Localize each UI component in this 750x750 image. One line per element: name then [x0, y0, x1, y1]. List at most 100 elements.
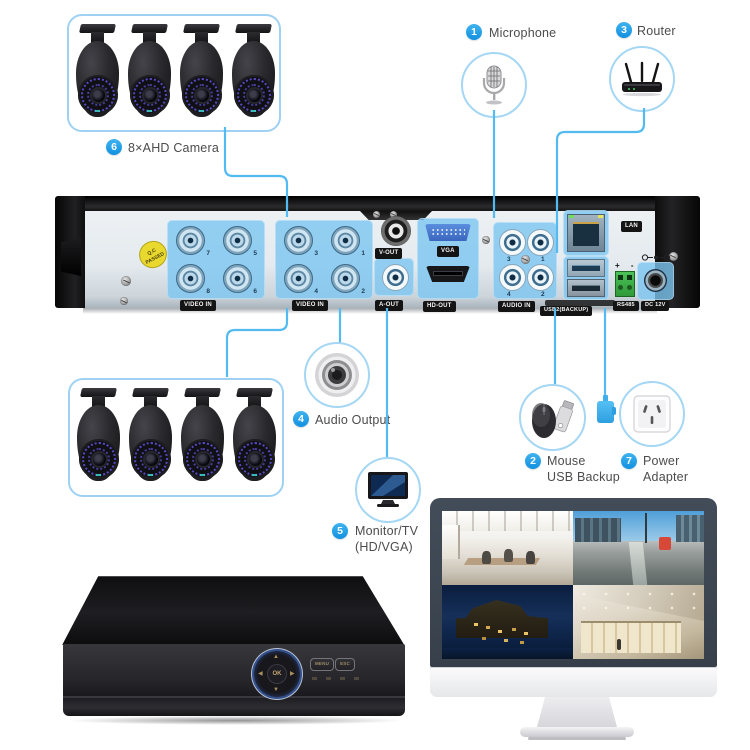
a-out-label: A-OUT [375, 300, 403, 311]
callout-3-badge: 3 [616, 22, 632, 38]
cctv-quad-street [573, 511, 704, 585]
bnc-video-port: 1 [331, 226, 365, 257]
camera-kit-box-bottom [68, 378, 284, 497]
street-median [628, 542, 648, 585]
camera-status-led [96, 474, 101, 476]
rs485-terminal [615, 271, 635, 297]
ahd-camera [75, 387, 123, 487]
rear-shadow [83, 308, 657, 314]
rs485-label: RS485 [613, 301, 639, 311]
audio-center-screw [521, 255, 530, 264]
panel-screw-1 [121, 276, 131, 286]
dvr-front-divider [63, 696, 405, 698]
port-number: 4 [507, 291, 511, 298]
rs485-polarity: + - [615, 262, 639, 270]
v-out-port [381, 216, 411, 246]
camera-status-led [147, 110, 152, 112]
lan-port [567, 214, 605, 252]
bnc-video-port: 5 [223, 226, 257, 257]
ahd-camera [179, 387, 227, 487]
esc-button: ESC [335, 658, 355, 671]
bnc-video-port: 7 [176, 226, 210, 257]
indicator-marks [312, 677, 360, 680]
microphone-icon [482, 65, 506, 105]
dvr-shadow [65, 716, 405, 725]
rs485-screw-2 [627, 285, 632, 290]
monitor-base-shadow [528, 737, 626, 740]
rs485-hole-1 [618, 275, 623, 280]
callout-5-label-line1: Monitor/TV [355, 524, 419, 538]
vga-pins [431, 228, 465, 237]
callout-5-badge: 5 [332, 523, 348, 539]
port-number: 7 [206, 250, 210, 257]
callout-2-badge: 2 [525, 453, 541, 469]
lan-group [563, 210, 609, 256]
ir-led-ring-inner [140, 448, 162, 470]
ir-led-ring-inner [243, 84, 265, 106]
camera-status-led [148, 474, 153, 476]
dvr-front-view: ▲ ▼ ◀ ▶ OK MENU ESC [55, 570, 415, 730]
ir-led-ring-inner [244, 448, 266, 470]
callout-4-badge: 4 [293, 411, 309, 427]
office-chair-3 [526, 551, 535, 564]
mall-glass-storefront [581, 621, 681, 653]
rca-audio-port [499, 264, 526, 291]
mall-person [617, 639, 621, 650]
port-number: 2 [541, 291, 545, 298]
office-chair-1 [482, 551, 491, 564]
camera-status-led [252, 474, 257, 476]
audio-output-circle [304, 342, 370, 408]
ahd-camera [126, 23, 174, 123]
usb-port-2 [567, 279, 605, 297]
cctv-quad-mall [573, 585, 704, 659]
camera-front [182, 75, 222, 115]
house-silhouette [456, 600, 548, 638]
camera-status-led [251, 110, 256, 112]
notch-screw-1 [373, 211, 380, 218]
hd-out-label: HD-OUT [423, 301, 456, 312]
street-buildings-left [575, 518, 621, 542]
house-water [442, 648, 573, 659]
dc-label: DC 12V [641, 301, 670, 311]
port-number: 1 [541, 256, 545, 263]
cctv-quad-office [442, 511, 573, 585]
camera-front [234, 75, 274, 115]
a-out-group [374, 258, 414, 296]
usb2-label: USB2(BACKUP) [540, 306, 593, 316]
ir-led-ring-inner [191, 84, 213, 106]
callout-7-label-line1: Power [643, 454, 680, 468]
bnc-video-port: 6 [223, 264, 257, 295]
callout-7-label-line2: Adapter [643, 470, 689, 484]
usb-group [563, 256, 609, 300]
a-out-port [382, 264, 409, 291]
router-icon [622, 61, 662, 97]
rs485-screw-1 [618, 285, 623, 290]
port-number: 3 [507, 256, 511, 263]
mouse-circle [519, 384, 586, 451]
power-circle [619, 381, 685, 447]
ir-led-ring-inner [139, 84, 161, 106]
bnc-video-port: 4 [284, 264, 318, 295]
ahd-camera [127, 387, 175, 487]
lan-led-green [569, 215, 574, 218]
speaker-icon [315, 353, 359, 397]
monitor-neck [537, 697, 617, 727]
usb-port-1 [567, 259, 605, 277]
ahd-camera [178, 23, 226, 123]
lan-slot [573, 222, 599, 246]
rear-top-strip [85, 196, 655, 211]
dvr-front-face: ▲ ▼ ◀ ▶ OK MENU ESC [63, 644, 405, 716]
monitor-base [520, 727, 634, 737]
nav-ok-button: OK [267, 664, 287, 684]
video-in-label-2: VIDEO IN [292, 300, 328, 311]
callout-6-label: 8×AHD Camera [128, 141, 219, 155]
callout-5-label-line2: (HD/VGA) [355, 540, 413, 554]
rca-audio-port [527, 229, 554, 256]
camera-lens [248, 452, 262, 466]
router-circle [609, 46, 675, 112]
camera-status-led [200, 474, 205, 476]
port-number: 5 [253, 250, 257, 257]
power-plug-icon [597, 395, 616, 425]
